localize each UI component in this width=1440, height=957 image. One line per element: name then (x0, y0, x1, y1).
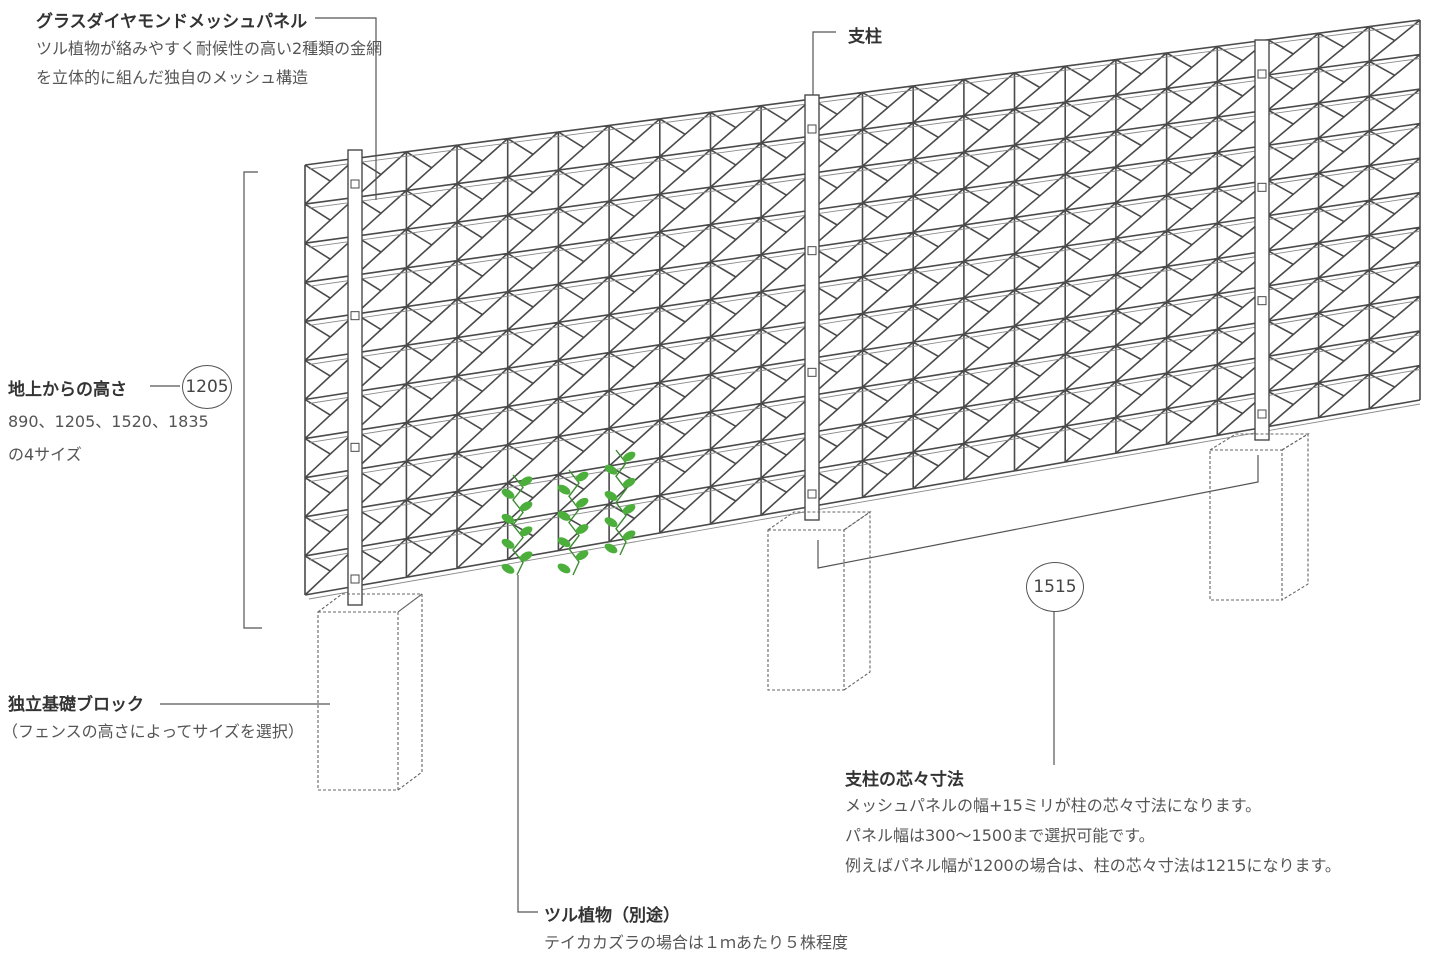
vine-leaf (557, 537, 571, 548)
post-clamp (1257, 409, 1267, 419)
vine-leaf (557, 510, 571, 521)
spacing-dimension (817, 455, 1259, 569)
vine-leaf (622, 504, 636, 515)
vine-leaf (604, 517, 618, 528)
spacing-desc-line1: メッシュパネルの幅+15ミリが柱の芯々寸法になります。 (845, 796, 1262, 815)
vine-leaf (501, 488, 515, 499)
block-top (317, 593, 424, 613)
vine-leaf (501, 563, 515, 574)
post-clamp (350, 179, 360, 189)
post-clamp (350, 311, 360, 321)
leader-lines (150, 17, 1259, 913)
block-side (1281, 433, 1309, 601)
vine-plants (501, 449, 636, 576)
post-clamp (807, 246, 817, 256)
panel-leader (315, 17, 377, 200)
post-clamp (1257, 69, 1267, 79)
mesh-panel (304, 19, 1421, 600)
vine-leaf (575, 524, 589, 535)
vine-leaf (501, 513, 515, 524)
post-clamp (1257, 182, 1267, 192)
vine-leaf (604, 543, 618, 554)
panel-title: グラスダイヤモンドメッシュパネル (36, 12, 308, 32)
panel-desc-line1: ツル植物が絡みやすく耐候性の高い2種類の金網 (36, 39, 383, 58)
mesh-back-rails (308, 23, 1421, 600)
panel-desc-line2: を立体的に組んだ独自のメッシュ構造 (36, 68, 309, 87)
block-side (843, 510, 871, 691)
spacing-desc-line2: パネル幅は300〜1500まで選択可能です。 (845, 826, 1155, 845)
spacing-value: 1515 (1033, 577, 1077, 597)
height-value: 1205 (185, 377, 229, 397)
post-clamp (350, 442, 360, 452)
post-clamp (807, 489, 817, 499)
vine-leaf (575, 471, 589, 482)
post-clamp (807, 124, 817, 134)
post-clamp (1257, 296, 1267, 306)
foundation-block-middle (767, 510, 872, 691)
vine-leaf (519, 551, 533, 562)
vine-leaf (604, 490, 618, 501)
post-clamp (350, 574, 360, 584)
vine-leaf (557, 484, 571, 495)
vine-leaf (575, 497, 589, 508)
block-title: 独立基礎ブロック (8, 695, 144, 715)
vine-leaf (622, 451, 636, 462)
post-leader (812, 31, 836, 95)
vine-title: ツル植物（別途） (544, 906, 680, 926)
vine-leaf (501, 538, 515, 549)
height-title: 地上からの高さ (8, 380, 127, 400)
height-options: 890、1205、1520、1835 (8, 412, 209, 431)
vine-3 (604, 449, 636, 556)
block-top (767, 511, 872, 531)
post-3 (1254, 39, 1270, 441)
post-clamp (807, 367, 817, 377)
post-1 (347, 149, 363, 606)
height-value-badge: 1205 (182, 365, 232, 409)
mesh-wires (304, 19, 1421, 596)
spacing-value-badge: 1515 (1026, 562, 1084, 612)
vine-leaf (604, 464, 618, 475)
vine-leaf (622, 477, 636, 488)
height-options-suffix: の4サイズ (8, 445, 82, 464)
vine-leaf (519, 476, 533, 487)
foundation-block-left (317, 592, 424, 791)
block-front (767, 529, 845, 691)
vine-leaf (557, 563, 571, 574)
foundation-blocks (317, 433, 1310, 791)
vine-leader (517, 575, 538, 913)
foundation-block-right (1209, 433, 1310, 601)
vine-leaf (622, 530, 636, 541)
post-2 (804, 94, 820, 521)
vine-2 (557, 469, 589, 576)
vine-leaf (575, 550, 589, 561)
vine-1 (501, 474, 533, 576)
vine-leaf (519, 526, 533, 537)
height-bracket (243, 171, 262, 629)
vine-desc: テイカカズラの場合は１ｍあたり５株程度 (544, 933, 849, 952)
posts (347, 39, 1270, 606)
post-title: 支柱 (848, 27, 882, 47)
block-desc: （フェンスの高さによってサイズを選択） (2, 722, 304, 741)
block-side (397, 592, 423, 791)
vine-leaf (519, 501, 533, 512)
spacing-desc-line3: 例えばパネル幅が1200の場合は、柱の芯々寸法は1215になります。 (845, 856, 1341, 875)
spacing-title: 支柱の芯々寸法 (845, 770, 964, 790)
block-front (317, 611, 399, 791)
block-front (1209, 449, 1283, 601)
